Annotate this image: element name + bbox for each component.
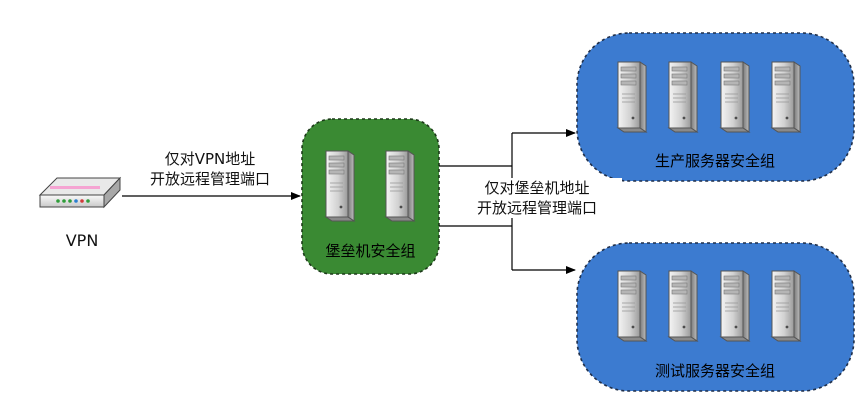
production-group-label: 生产服务器安全组	[654, 152, 775, 170]
test-group-label: 测试服务器安全组	[654, 362, 775, 380]
server-tower-icon	[617, 270, 647, 342]
server-tower-icon	[720, 61, 750, 133]
server-tower-icon	[720, 270, 750, 342]
server-tower-icon	[325, 150, 355, 222]
edge-label-line-1: 仅对VPN地址	[164, 150, 256, 168]
server-tower-icon	[617, 61, 647, 133]
vpn-to-bastion-label: 仅对VPN地址 开放远程管理端口	[130, 149, 290, 189]
server-tower-icon	[771, 270, 801, 342]
vpn-label: VPN	[65, 231, 99, 250]
edge-label-line-2: 开放远程管理端口	[149, 170, 270, 188]
server-tower-icon	[668, 61, 698, 133]
server-tower-icon	[771, 61, 801, 133]
bastion-group-label: 堡垒机安全组	[325, 242, 416, 260]
server-tower-icon	[385, 150, 415, 222]
bastion-to-servers-label: 仅对堡垒机地址 开放远程管理端口	[452, 178, 622, 218]
server-tower-icon	[668, 270, 698, 342]
edge-label-line-1: 仅对堡垒机地址	[484, 179, 590, 197]
edge-label-line-2: 开放远程管理端口	[476, 199, 597, 217]
vpn-router-icon	[38, 176, 122, 209]
